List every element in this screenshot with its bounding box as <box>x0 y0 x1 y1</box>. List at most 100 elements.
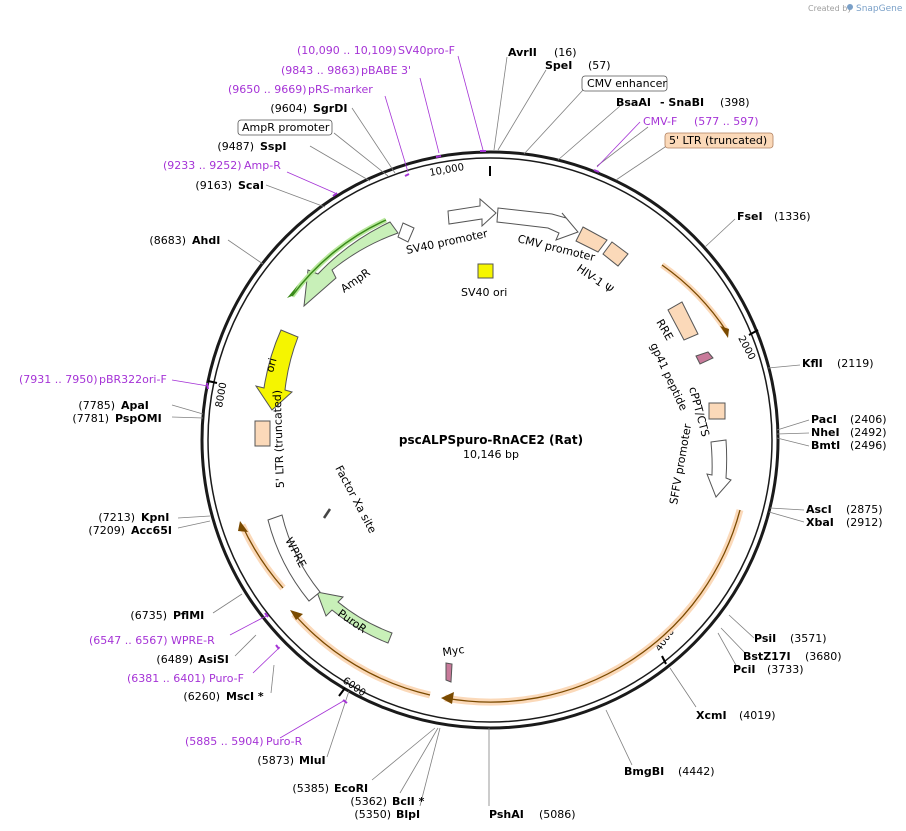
svg-text:(9163): (9163) <box>195 179 232 192</box>
cmv-enhancer-label: CMV enhancer <box>587 77 667 90</box>
primer-pbr322ori-f: pBR322ori-F <box>99 373 167 386</box>
svg-text:(7209): (7209) <box>88 524 125 537</box>
created-by-label: Created by <box>808 4 852 13</box>
cppt-box <box>708 402 726 420</box>
svg-text:(5086): (5086) <box>539 808 576 821</box>
svg-text:(6260): (6260) <box>183 690 220 703</box>
snapgene-logo-icon <box>847 4 853 10</box>
enzyme-ahdi: AhdI <box>192 234 220 247</box>
primer-marks <box>206 150 600 704</box>
enzyme-avrii: AvrII <box>508 46 537 59</box>
primer-pbabe3-range: (9843 .. 9863) <box>281 64 360 77</box>
svg-text:(5873): (5873) <box>257 754 294 767</box>
tick-label-10000: 10,000 <box>429 162 465 179</box>
enzyme-bmgbi: BmgBI <box>624 765 664 778</box>
hiv-psi-box <box>602 241 629 267</box>
rre-box <box>667 301 699 341</box>
sffv-promoter-arrow <box>706 439 732 498</box>
ampr-label: AmpR <box>338 266 373 296</box>
svg-text:(9487): (9487) <box>217 140 254 153</box>
ori-arrow <box>254 329 299 411</box>
tick-label-6000: 6000 <box>340 675 367 699</box>
hiv-psi-label: HIV-1 Ψ <box>574 262 616 297</box>
svg-text:(2912): (2912) <box>846 516 883 529</box>
enzyme-asci: AscI <box>806 503 832 516</box>
svg-text:(8683): (8683) <box>149 234 186 247</box>
svg-text:(6489): (6489) <box>156 653 193 666</box>
enzyme-labels: AvrII (16) SpeI (57) BsaAI - SnaBI (398)… <box>72 46 886 821</box>
enzyme-pflmi: PflMI <box>173 609 204 622</box>
primer-cmv-f-range: (577 .. 597) <box>694 115 759 128</box>
rre-label: RRE <box>653 317 675 343</box>
ori-label: ori <box>263 357 279 374</box>
enzyme-sspi: SspI <box>260 140 286 153</box>
enzyme-nhei: NheI <box>811 426 840 439</box>
primer-puro-r-range: (5885 .. 5904) <box>185 735 264 748</box>
sv40-promoter-arrow <box>447 197 497 228</box>
enzyme-scai: ScaI <box>238 179 264 192</box>
enzyme-sgrdi: SgrDI <box>313 102 347 115</box>
sffv-label: SFFV promoter <box>667 422 694 505</box>
svg-text:(7213): (7213) <box>98 511 135 524</box>
boxed-labels: CMV enhancer AmpR promoter 5' LTR (trunc… <box>237 75 774 149</box>
sv40-ori-box <box>477 263 494 279</box>
enzyme-snabi: - SnaBI <box>660 96 704 109</box>
factor-xa-mark <box>322 508 332 519</box>
myc-label: Myc <box>442 643 466 659</box>
enzyme-psii: PsiI <box>754 632 776 645</box>
myc-tag <box>445 662 453 683</box>
enzyme-pshai: PshAI <box>489 808 524 821</box>
primer-sv40pro-f: SV40pro-F <box>398 44 455 57</box>
primer-pbr322ori-f-range: (7931 .. 7950) <box>19 373 98 386</box>
enzyme-paci: PacI <box>811 413 837 426</box>
svg-text:(4442): (4442) <box>678 765 715 778</box>
primer-sv40pro-f-range: (10,090 .. 10,109) <box>297 44 397 57</box>
enzyme-xbai: XbaI <box>806 516 834 529</box>
svg-text:(3571): (3571) <box>790 632 827 645</box>
svg-text:(5362): (5362) <box>350 795 387 808</box>
svg-text:(2406): (2406) <box>850 413 887 426</box>
enzyme-pcii: PciI <box>733 663 755 676</box>
svg-text:(2496): (2496) <box>850 439 887 452</box>
sv40-ori-label: SV40 ori <box>461 286 507 299</box>
svg-text:(1336): (1336) <box>774 210 811 223</box>
enzyme-xcmi: XcmI <box>696 709 727 722</box>
primer-amp-r-range: (9233 .. 9252) <box>163 159 242 172</box>
svg-text:(9604): (9604) <box>270 102 307 115</box>
svg-text:(3733): (3733) <box>767 663 804 676</box>
wpre-box <box>267 514 321 602</box>
enzyme-mlui: MluI <box>299 754 326 767</box>
puror-label: PuroR <box>335 607 369 636</box>
primer-leaders <box>171 55 641 739</box>
enzyme-spei: SpeI <box>545 59 572 72</box>
cmv-promoter-arrow <box>496 207 579 241</box>
enzyme-ecori: EcoRI <box>334 782 368 795</box>
enzyme-bcli: BclI * <box>392 795 425 808</box>
primer-amp-r: Amp-R <box>244 159 281 172</box>
enzyme-kfli: KflI <box>802 357 823 370</box>
ltr-left-label: 5' LTR (truncated) <box>271 390 287 489</box>
enzyme-kpni: KpnI <box>141 511 169 524</box>
enzyme-bsaai: BsaAI <box>616 96 651 109</box>
svg-text:(398): (398) <box>720 96 750 109</box>
primer-labels: (10,090 .. 10,109) SV40pro-F (9843 .. 98… <box>19 44 759 748</box>
enzyme-fsei: FseI <box>737 210 763 223</box>
primer-pbabe3: pBABE 3' <box>361 64 411 77</box>
primer-puro-r: Puro-R <box>266 735 303 748</box>
svg-text:(2119): (2119) <box>837 357 874 370</box>
enzyme-msci: MscI * <box>226 690 264 703</box>
svg-text:(2492): (2492) <box>850 426 887 439</box>
primer-cmv-f: CMV-F <box>643 115 677 128</box>
enzyme-pspomi: PspOMI <box>115 412 162 425</box>
features <box>238 197 744 706</box>
primer-puro-f-range: (6381 .. 6401) <box>127 672 206 685</box>
svg-text:(5385): (5385) <box>292 782 329 795</box>
svg-text:(4019): (4019) <box>739 709 776 722</box>
enzyme-asisi: AsiSI <box>198 653 229 666</box>
gp41-label: gp41 peptide <box>647 341 690 413</box>
ltr-box-left <box>254 420 271 447</box>
ampr-promoter-box <box>397 222 415 243</box>
plasmid-name: pscALPSpuro-RnACE2 (Rat) <box>399 433 583 447</box>
primer-wpre-r-range: (6547 .. 6567) <box>89 634 168 647</box>
